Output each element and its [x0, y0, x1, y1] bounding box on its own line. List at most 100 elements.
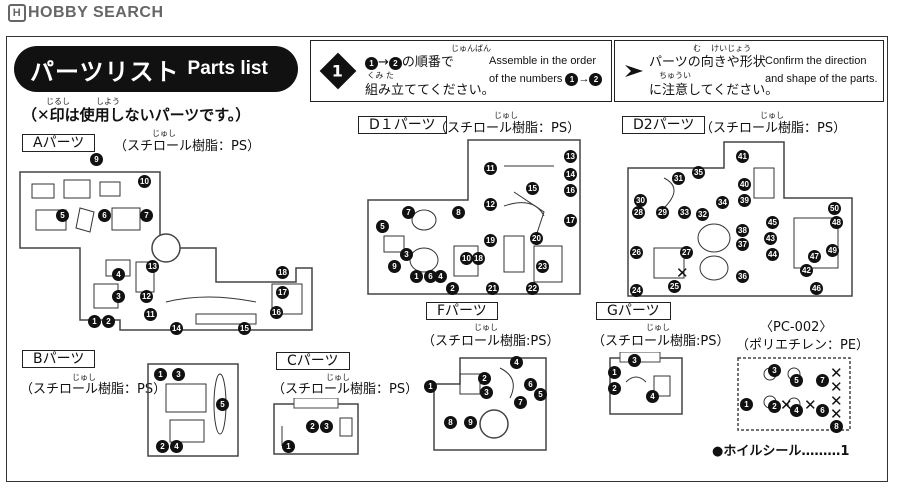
part-number-d2-47: 47 — [808, 250, 821, 263]
part-number-d1-9: 9 — [388, 260, 401, 273]
part-number-g-1: 1 — [608, 366, 621, 379]
instruction1-ruby: じゅんばん — [451, 44, 491, 53]
note-ruby-jirushi: じるし — [46, 97, 70, 106]
resin-ruby-a: じゅし — [152, 129, 176, 138]
part-number-d2-26: 26 — [630, 246, 643, 259]
part-number-d2-40: 40 — [738, 178, 751, 191]
unused-mark-icon: ✕ — [780, 396, 793, 414]
part-number-g-4: 4 — [646, 390, 659, 403]
part-number-d2-30: 30 — [634, 194, 647, 207]
runner-d2-diagram — [627, 141, 853, 297]
resin-g: （スチロール樹脂:PS） — [592, 334, 730, 349]
part-number-d2-42: 42 — [800, 264, 813, 277]
part-number-pc-7: 7 — [816, 374, 829, 387]
part-number-f-3: 3 — [480, 386, 493, 399]
unused-mark-icon: ✕ — [830, 378, 843, 396]
part-number-f-9: 9 — [464, 416, 477, 429]
part-number-f-1: 1 — [424, 380, 437, 393]
part-number-pc-1: 1 — [740, 398, 753, 411]
resin-a: （スチロール樹脂：PS） — [114, 139, 261, 154]
resin-d2: （スチロール樹脂：PS） — [700, 121, 847, 136]
part-number-c-2: 2 — [306, 420, 319, 433]
part-number-pc-2: 2 — [768, 400, 781, 413]
part-number-d1-18: 18 — [472, 252, 485, 265]
part-number-d1-10: 10 — [460, 252, 473, 265]
part-number-d2-36: 36 — [736, 270, 749, 283]
part-number-a-17: 17 — [276, 286, 289, 299]
part-number-d2-50: 50 — [828, 202, 841, 215]
part-number-b-5: 5 — [216, 398, 229, 411]
part-number-d1-13: 13 — [564, 150, 577, 163]
part-number-d1-1: 1 — [410, 270, 423, 283]
part-number-d2-49: 49 — [826, 244, 839, 257]
part-number-d1-4: 4 — [434, 270, 447, 283]
part-number-d2-29: 29 — [656, 206, 669, 219]
group-label-c: Cパーツ — [276, 352, 350, 370]
part-number-d1-17: 17 — [564, 214, 577, 227]
runner-d1-diagram — [367, 139, 581, 295]
part-number-f-6: 6 — [524, 378, 537, 391]
instruction2-en-line1: Confirm the direction — [765, 55, 867, 67]
part-number-d1-22: 22 — [526, 282, 539, 295]
instruction2-en-line2: and shape of the parts. — [765, 73, 878, 85]
part-number-a-15: 15 — [238, 322, 251, 335]
part-number-f-5: 5 — [534, 388, 547, 401]
part-number-d1-12: 12 — [484, 198, 497, 211]
part-number-d2-32: 32 — [696, 208, 709, 221]
runner-b-diagram — [147, 363, 239, 457]
part-number-d2-25: 25 — [668, 280, 681, 293]
unused-mark-icon: ✕ — [830, 392, 843, 410]
instruction-check-direction: む けいじょう パーツの向きや形状 ちゅうい に注意してください。 Confir… — [614, 40, 884, 102]
part-number-a-4: 4 — [112, 268, 125, 281]
part-number-d1-6: 6 — [424, 270, 437, 283]
part-number-f-7: 7 — [514, 396, 527, 409]
part-number-d2-43: 43 — [764, 232, 777, 245]
part-number-a-16: 16 — [270, 306, 283, 319]
resin-c: （スチロール樹脂：PS） — [272, 382, 419, 397]
group-label-d1: D１パーツ — [358, 116, 447, 134]
part-number-pc-8: 8 — [830, 420, 843, 433]
part-number-d2-27: 27 — [680, 246, 693, 259]
instruction1-ruby2: くみ た — [367, 71, 394, 80]
part-number-d2-45: 45 — [766, 216, 779, 229]
part-number-d2-48: 48 — [830, 216, 843, 229]
title-en: Parts list — [187, 58, 268, 79]
resin-ruby-g: じゅし — [646, 323, 670, 332]
part-number-pc-5: 5 — [790, 374, 803, 387]
part-number-d2-34: 34 — [716, 196, 729, 209]
step-diamond-icon: 1 — [319, 52, 357, 90]
part-number-d2-35: 35 — [692, 166, 705, 179]
instruction2-ruby: む けいじょう — [693, 44, 752, 53]
part-number-b-3: 3 — [172, 368, 185, 381]
part-number-c-1: 1 — [282, 440, 295, 453]
part-number-d2-39: 39 — [738, 194, 751, 207]
foil-seal-count: ●ホイルシール………1 — [712, 444, 850, 459]
instruction2-jp-line1: パーツの向きや形状 — [649, 55, 766, 70]
group-label-d2: D2パーツ — [622, 116, 706, 134]
note-ruby-shiyou: しよう — [96, 97, 120, 106]
part-number-g-2: 2 — [608, 382, 621, 395]
part-number-a-11: 11 — [144, 308, 157, 321]
part-number-d2-38: 38 — [736, 224, 749, 237]
instruction1-en-line2: of the numbers 1→2 — [489, 73, 603, 86]
part-number-d2-28: 28 — [632, 206, 645, 219]
part-number-a-18: 18 — [276, 266, 289, 279]
part-number-pc-6: 6 — [816, 404, 829, 417]
logo-icon: H — [8, 4, 26, 22]
part-number-d2-41: 41 — [736, 150, 749, 163]
part-number-d1-21: 21 — [486, 282, 499, 295]
part-number-d1-5: 5 — [376, 220, 389, 233]
part-number-d1-2: 2 — [446, 282, 459, 295]
resin-d1: （スチロール樹脂：PS） — [434, 121, 581, 136]
order-number-1: 1 — [365, 57, 378, 70]
part-number-a-12: 12 — [140, 290, 153, 303]
part-number-b-4: 4 — [170, 440, 183, 453]
part-number-b-2: 2 — [156, 440, 169, 453]
resin-pc: （ポリエチレン：PE） — [736, 338, 870, 353]
group-label-b: Bパーツ — [22, 350, 96, 368]
unused-mark-icon: ✕ — [804, 396, 817, 414]
unused-mark-icon: ✕ — [676, 264, 689, 282]
resin-ruby-c: じゅし — [326, 373, 350, 382]
